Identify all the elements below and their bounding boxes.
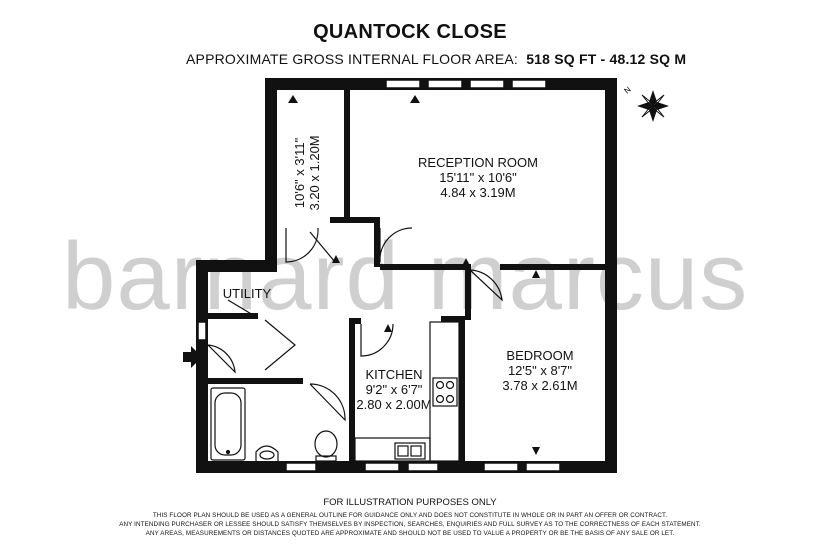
compass-icon: N: [623, 85, 669, 122]
reception-room-label: RECEPTION ROOM 15'11" x 10'6" 4.84 x 3.1…: [408, 155, 548, 201]
interior-walls: [208, 90, 605, 461]
reception-dims-metric: 4.84 x 3.19M: [440, 184, 516, 200]
utility-room-label: UTILITY: [214, 286, 280, 302]
disclaimer-line-2: ANY INTENDING PURCHASER OR LESSEE SHOULD…: [119, 521, 701, 528]
toilet-icon: [314, 430, 338, 462]
windows: [197, 79, 561, 472]
agent-watermark: barnard marcus: [62, 223, 749, 330]
illustration-note: FOR ILLUSTRATION PURPOSES ONLY: [323, 497, 497, 508]
kitchen-name: KITCHEN: [365, 367, 423, 382]
outer-walls: [196, 78, 617, 473]
kitchen-dims-metric: 2.80 x 2.00M: [356, 396, 432, 412]
store-dims-imperial: 10'6" x 3'11": [292, 137, 308, 209]
kitchen-worktop: [354, 321, 460, 462]
store-dims-metric: 3.20 x 1.20M: [307, 135, 322, 211]
entrance-arrow-icon: [183, 346, 202, 368]
kitchen-label: KITCHEN 9'2" x 6'7" 2.80 x 2.00M: [356, 367, 432, 413]
svg-text:N: N: [623, 85, 633, 96]
floor-area: APPROXIMATE GROSS INTERNAL FLOOR AREA: 5…: [186, 52, 686, 66]
bedroom-label: BEDROOM 12'5" x 8'7" 3.78 x 2.61M: [490, 348, 590, 394]
sink-icon: [394, 442, 426, 460]
reception-name: RECEPTION ROOM: [418, 155, 538, 170]
utility-name: UTILITY: [222, 286, 272, 301]
plan-title: QUANTOCK CLOSE: [313, 21, 507, 43]
basin-icon: [255, 445, 279, 461]
reception-dims-imperial: 15'11" x 10'6": [439, 169, 517, 185]
kitchen-dims-imperial: 9'2" x 6'7": [365, 381, 423, 397]
disclaimer-line-3: ANY AREAS, MEASUREMENTS OR DISTANCES QUO…: [145, 530, 675, 537]
bath-icon: [210, 387, 246, 461]
store-room-label: 10'6" x 3'11" 3.20 x 1.20M: [292, 113, 323, 233]
floor-area-label: APPROXIMATE GROSS INTERNAL FLOOR AREA:: [186, 51, 518, 67]
bedroom-dims-metric: 3.78 x 2.61M: [502, 377, 578, 393]
dimension-markers: [288, 95, 540, 455]
fixtures: [210, 321, 460, 462]
disclaimer-line-1: THIS FLOOR PLAN SHOULD BE USED AS A GENE…: [152, 512, 668, 519]
bedroom-dims-imperial: 12'5" x 8'7": [507, 362, 573, 378]
floor-area-values: 518 SQ FT - 48.12 SQ M: [526, 51, 687, 67]
bedroom-name: BEDROOM: [506, 348, 574, 363]
doors: [207, 227, 503, 422]
hob-icon: [432, 377, 458, 407]
